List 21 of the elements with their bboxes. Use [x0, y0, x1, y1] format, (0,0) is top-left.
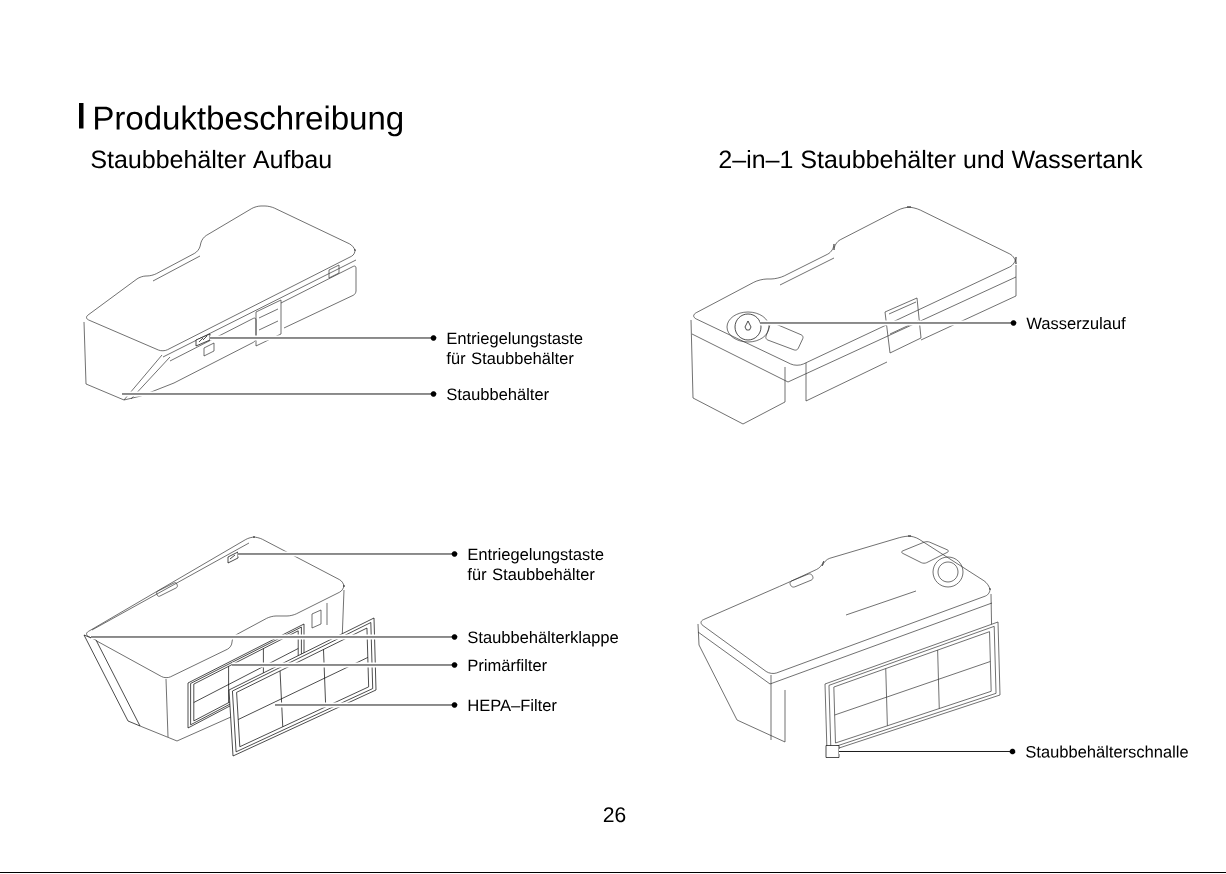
- release-button: [195, 333, 211, 347]
- part-label: Staubbehälterklappe: [468, 631, 618, 647]
- heading: Produktbeschreibung: [95, 105, 403, 137]
- part-label: Staubbehälterschnalle: [1026, 745, 1188, 758]
- inlet-cap: [734, 313, 762, 341]
- release-button: [227, 551, 239, 564]
- part-label: Primärfilter: [468, 659, 547, 672]
- part-label: Wasserzulauf: [1026, 317, 1126, 330]
- part-label: Staubbehälter: [447, 388, 549, 401]
- subheading: Staubbehälter Aufbau: [91, 149, 331, 169]
- filter-panel: [228, 617, 377, 757]
- buckle-tab: [825, 745, 840, 758]
- water-tank-drawing: [697, 535, 993, 743]
- water-tank-drawing: [690, 206, 1017, 425]
- part-label: Entriegelungstaste für Staubbehälter: [467, 548, 604, 581]
- dust-bin-drawing: [83, 205, 357, 401]
- subheading: 2–in–1 Staubbehälter und Wassertank: [719, 149, 1143, 169]
- part-label: HEPA–Filter: [468, 699, 557, 712]
- part-label: Entriegelungstaste für Staubbehälter: [446, 332, 583, 365]
- bin-flap: [83, 634, 141, 727]
- page-number: 26: [603, 807, 626, 823]
